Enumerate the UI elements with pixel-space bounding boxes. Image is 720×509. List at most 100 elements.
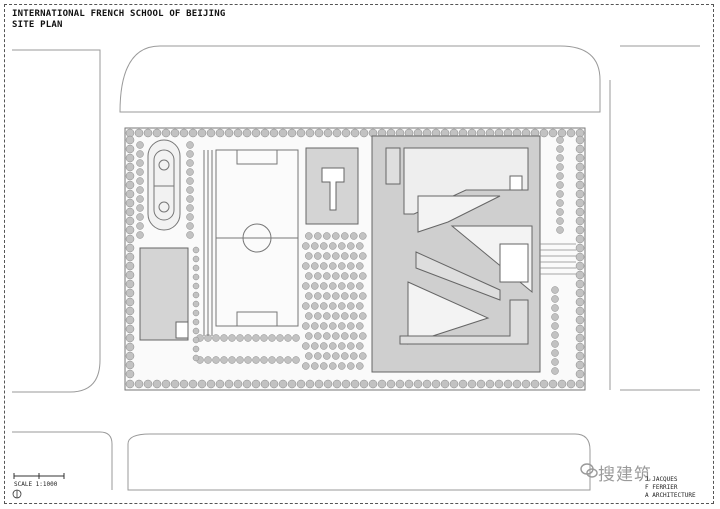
tree-canopy <box>186 159 194 167</box>
tree-canopy <box>192 318 200 326</box>
tree-canopy <box>356 342 364 350</box>
title-line-1: INTERNATIONAL FRENCH SCHOOL OF BEIJING <box>12 9 226 19</box>
tree-canopy <box>575 180 585 190</box>
tree-canopy <box>539 128 549 138</box>
tree-canopy <box>556 226 564 234</box>
tree-canopy <box>551 286 559 294</box>
tree-canopy <box>314 252 322 260</box>
left-building <box>139 247 189 341</box>
running-track <box>147 139 181 231</box>
tree-canopy <box>347 302 355 310</box>
tree-canopy <box>188 379 198 389</box>
tree-canopy <box>161 128 171 138</box>
tree-canopy <box>186 177 194 185</box>
tree-canopy <box>305 312 313 320</box>
tree-canopy <box>575 315 585 325</box>
tree-canopy <box>251 379 261 389</box>
tree-canopy <box>548 379 558 389</box>
east-parking <box>540 243 576 275</box>
tree-canopy <box>314 379 324 389</box>
road-north-block <box>119 45 601 113</box>
tree-canopy <box>539 379 549 389</box>
tree-canopy <box>125 216 135 226</box>
tree-canopy <box>323 128 333 138</box>
tree-canopy <box>440 379 450 389</box>
tree-canopy <box>347 242 355 250</box>
tree-canopy <box>551 295 559 303</box>
tree-canopy <box>329 242 337 250</box>
credit-line-1: J JACQUES <box>645 476 678 483</box>
credit-line-3: A ARCHITECTURE <box>645 492 696 499</box>
tree-canopy <box>320 362 328 370</box>
tree-canopy <box>359 332 367 340</box>
tree-canopy <box>323 232 331 240</box>
tree-canopy <box>575 342 585 352</box>
tree-canopy <box>350 379 360 389</box>
tree-canopy <box>341 292 349 300</box>
tree-canopy <box>556 181 564 189</box>
tree-canopy <box>311 262 319 270</box>
tree-canopy <box>556 145 564 153</box>
tree-canopy <box>320 322 328 330</box>
tree-canopy <box>338 362 346 370</box>
tree-canopy <box>556 172 564 180</box>
tree-canopy <box>551 367 559 375</box>
gymnasium-building <box>305 147 359 225</box>
tree-canopy <box>449 379 459 389</box>
tree-canopy <box>192 273 200 281</box>
tree-canopy <box>125 369 135 379</box>
tree-canopy <box>359 292 367 300</box>
tree-canopy <box>467 379 477 389</box>
scale-label: SCALE 1:1000 <box>14 481 58 488</box>
tree-canopy <box>305 128 315 138</box>
tree-canopy <box>575 379 585 389</box>
tree-canopy <box>575 333 585 343</box>
tree-canopy <box>220 356 228 364</box>
tree-canopy <box>341 252 349 260</box>
tree-canopy <box>551 349 559 357</box>
tree-canopy <box>557 379 567 389</box>
tree-canopy <box>125 234 135 244</box>
tree-canopy <box>311 362 319 370</box>
tree-canopy <box>314 272 322 280</box>
tree-canopy <box>186 204 194 212</box>
tree-canopy <box>125 252 135 262</box>
tree-canopy <box>136 204 144 212</box>
tree-canopy <box>575 135 585 145</box>
tree-canopy <box>125 270 135 280</box>
tree-canopy <box>347 322 355 330</box>
drawing-frame <box>4 4 714 504</box>
tree-canopy <box>305 232 313 240</box>
tree-canopy <box>186 186 194 194</box>
tree-canopy <box>332 232 340 240</box>
street-outlines <box>12 45 700 491</box>
tree-canopy <box>323 312 331 320</box>
watermark-text: 搜建筑 <box>598 465 652 485</box>
tree-canopy <box>377 379 387 389</box>
tree-canopy <box>276 334 284 342</box>
tree-canopy <box>125 171 135 181</box>
tree-canopy <box>302 342 310 350</box>
tree-canopy <box>206 128 216 138</box>
tree-canopy <box>314 232 322 240</box>
tree-canopy <box>575 324 585 334</box>
tree-canopy <box>341 312 349 320</box>
tree-canopy <box>305 352 313 360</box>
tree-canopy <box>314 292 322 300</box>
tree-canopy <box>269 128 279 138</box>
tree-canopy <box>350 252 358 260</box>
tree-canopy <box>170 379 180 389</box>
tree-canopy <box>125 135 135 145</box>
tree-canopy <box>260 334 268 342</box>
tree-canopy <box>125 198 135 208</box>
tree-canopy <box>350 292 358 300</box>
tree-canopy <box>338 302 346 310</box>
tree-canopy <box>192 282 200 290</box>
tree-canopy <box>395 379 405 389</box>
firm-credits: J JACQUES F FERRIER A ARCHITECTURE <box>645 476 696 500</box>
tree-canopy <box>136 177 144 185</box>
tree-canopy <box>302 262 310 270</box>
tree-canopy <box>338 342 346 350</box>
tree-canopy <box>350 128 360 138</box>
